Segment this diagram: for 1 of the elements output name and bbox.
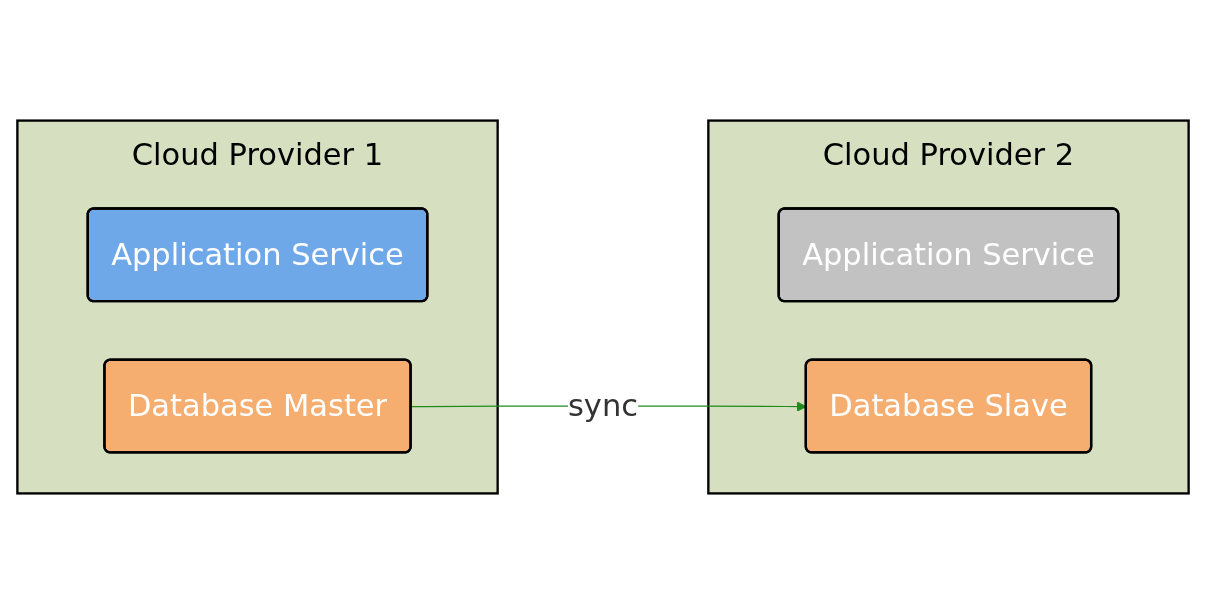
edge-label: sync bbox=[567, 387, 639, 424]
